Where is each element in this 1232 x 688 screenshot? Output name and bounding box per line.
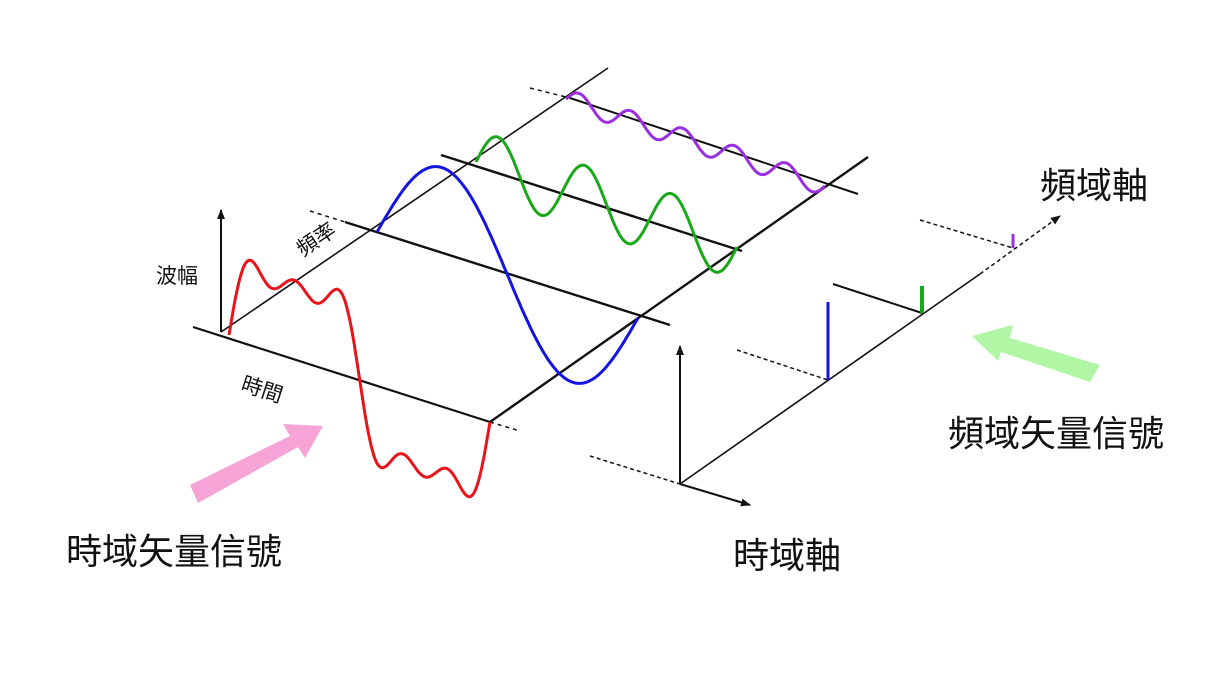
spectrum-line-1	[736, 349, 829, 381]
harmonic-1-wave	[375, 165, 640, 385]
amplitude-label: 波幅	[156, 264, 198, 288]
time-signal-arrow	[190, 424, 323, 503]
spectrum-line-3	[919, 219, 1014, 249]
time-axis-label: 時域軸	[733, 536, 842, 577]
harmonic-5-wave	[565, 91, 826, 194]
time-signal-label: 時域矢量信號	[66, 532, 283, 573]
frequency-axis-line	[220, 67, 609, 333]
spectrum-line-2	[832, 283, 923, 314]
waveforms	[227, 91, 826, 499]
diagonal-front-line	[489, 156, 869, 423]
freq-signal-arrow	[972, 325, 1100, 382]
time-axis-arrow	[679, 483, 751, 507]
time-axis-dashed	[589, 455, 681, 485]
freq-axis-line	[679, 273, 981, 485]
right-frame	[589, 215, 1061, 507]
baseline-h1-dashed	[309, 210, 346, 223]
baseline-h3	[569, 97, 859, 195]
time-base-line	[192, 325, 491, 424]
spectrum-bars	[826, 234, 1015, 380]
freq-axis-dashed	[979, 215, 1061, 275]
time-base-dashed	[489, 421, 521, 432]
composite-wave	[227, 258, 492, 499]
freq-axis-label: 頻域軸	[1040, 166, 1149, 207]
baseline-h2	[440, 153, 743, 253]
freq-signal-label: 頻域矢量信號	[948, 414, 1165, 455]
left-frame	[192, 67, 869, 432]
baseline-h3-dashed	[529, 87, 571, 99]
harmonic-3-wave	[474, 135, 739, 274]
